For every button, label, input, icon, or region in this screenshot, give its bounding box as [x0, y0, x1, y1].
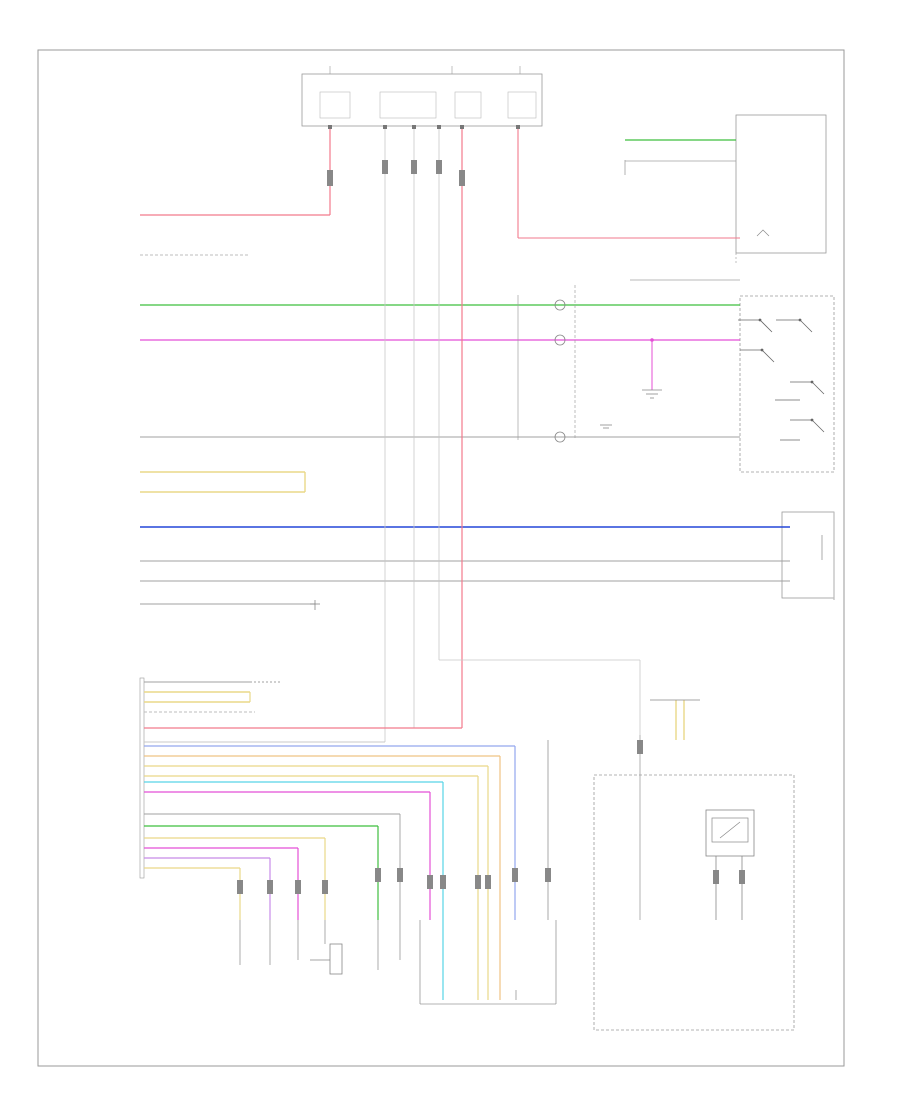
connector-pin-icon: [554, 299, 566, 311]
ground-symbol-icon: [310, 424, 612, 610]
fuse-block: [301, 66, 543, 129]
throttle-body: [239, 920, 401, 975]
connector-pins: [237, 160, 745, 894]
accelerator-pedal-sensor: [419, 920, 557, 1005]
connector-pin-icon: [554, 334, 566, 346]
fuse-pins: [328, 125, 520, 129]
ecm-lower-connector: [139, 677, 145, 879]
instrument-cluster: [735, 114, 827, 265]
fuse-feeds: [329, 129, 740, 742]
brake-pedal-sensor: [781, 511, 835, 600]
transmission-control-module: [593, 699, 795, 1031]
connector-pin-icon: [554, 431, 566, 443]
ecm-upper-leads: [140, 214, 790, 605]
diagram-frame: [37, 49, 845, 1067]
splice-dot-icon: [650, 338, 654, 342]
cruise-release-switch: [517, 285, 662, 443]
switch-contacts-icon: [738, 319, 825, 441]
ecm-lower-leads: [144, 681, 549, 1000]
cruise-switch-block: [738, 295, 835, 473]
